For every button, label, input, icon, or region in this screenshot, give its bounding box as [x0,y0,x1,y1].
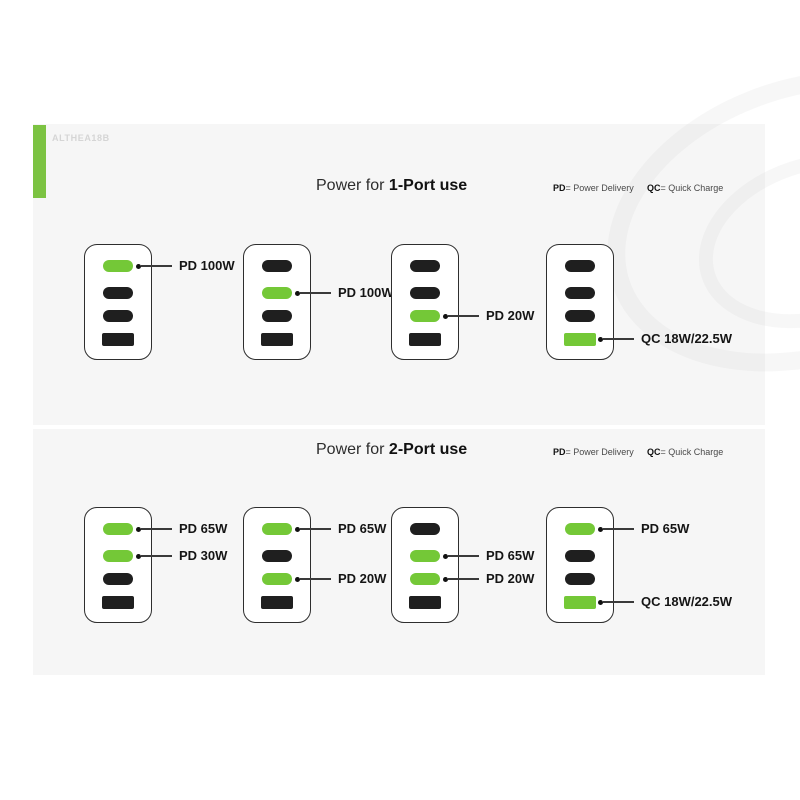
section-2-title-prefix: Power for [316,441,389,458]
callout-dot [443,576,448,582]
port-power-label: PD 20W [486,571,535,586]
callout-line [448,315,479,317]
product-sku-label: ALTHEA18B [52,133,110,143]
port-usbc-1 [410,260,440,272]
callout-line [300,528,331,530]
callout-line [603,338,634,340]
green-accent-bar [33,125,46,198]
callout-line [300,292,331,294]
port-usba-4 [409,332,441,346]
section-2-title-bold: 2-Port use [388,441,468,458]
callout-dot [598,599,603,605]
legend-pd-text: = Power Delivery [565,447,634,457]
callout-dot [295,526,300,532]
port-usbc-2 [262,550,292,562]
port-power-label: PD 100W [338,285,394,300]
callout-dot [443,313,448,319]
callout-dot [443,553,448,559]
port-power-label: PD 20W [338,571,387,586]
port-usbc-3 [262,310,292,322]
port-power-label: PD 30W [179,548,228,563]
callout-dot [136,526,141,532]
port-power-label: PD 20W [486,308,535,323]
callout-line [300,578,331,580]
legend-qc-text: = Quick Charge [660,183,724,193]
legend-pd-abbr: PD [553,183,566,193]
port-power-label: PD 65W [486,548,535,563]
charger-row-2: PD 65W PD 30W PD 65W PD 20W PD 65W PD 20W PD 6… [0,507,800,627]
section-2-title: Power for 2-Port use [316,441,467,459]
port-usba-4 [409,595,441,609]
port-usbc-1 [410,523,440,535]
callout-line [603,528,634,530]
port-power-label: QC 18W/22.5W [641,594,733,609]
section-1-title-bold: 1-Port use [388,177,468,194]
section-1-title: Power for 1-Port use [316,177,467,195]
callout-line [603,601,634,603]
legend-qc-abbr: QC [647,183,661,193]
port-usbc-3 [103,573,133,585]
port-usbc-3-active [410,310,440,322]
port-power-label: PD 65W [641,521,690,536]
legend-qc-abbr: QC [647,447,661,457]
port-power-label: QC 18W/22.5W [641,331,733,346]
port-usbc-1-active [565,523,595,535]
section-1-legend-pd: PD= Power Delivery [553,183,634,193]
callout-dot [295,290,300,296]
callout-dot [136,263,141,269]
port-power-label: PD 100W [179,258,235,273]
legend-pd-abbr: PD [553,447,566,457]
callout-line [448,578,479,580]
port-usbc-3-active [410,573,440,585]
section-2-legend-pd: PD= Power Delivery [553,447,634,457]
port-usbc-2 [565,550,595,562]
section-1-legend-qc: QC= Quick Charge [647,183,723,193]
callout-dot [598,336,603,342]
port-usbc-1-active [103,260,133,272]
port-usbc-2 [103,287,133,299]
port-usbc-2 [410,287,440,299]
port-power-label: PD 65W [338,521,387,536]
callout-dot [598,526,603,532]
port-usbc-2-active [262,287,292,299]
port-usbc-1 [262,260,292,272]
callout-line [141,555,172,557]
port-usba-4 [261,595,293,609]
callout-dot [136,553,141,559]
legend-pd-text: = Power Delivery [565,183,634,193]
port-usbc-3 [565,573,595,585]
callout-dot [295,576,300,582]
port-usbc-2-active [410,550,440,562]
port-usba-4 [102,332,134,346]
port-usbc-3-active [262,573,292,585]
callout-line [141,528,172,530]
section-1-title-prefix: Power for [316,177,389,194]
port-usba-4-active [564,595,596,609]
port-usba-4 [261,332,293,346]
section-2-legend-qc: QC= Quick Charge [647,447,723,457]
port-usba-4 [102,595,134,609]
callout-line [141,265,172,267]
port-usbc-1-active [262,523,292,535]
port-usbc-1-active [103,523,133,535]
port-usbc-3 [103,310,133,322]
port-usba-4-active [564,332,596,346]
port-usbc-2-active [103,550,133,562]
port-power-label: PD 65W [179,521,228,536]
port-usbc-2 [565,287,595,299]
charger-row-1: PD 100W PD 100W PD 20W QC 18W/22.5W [0,244,800,364]
port-usbc-1 [565,260,595,272]
callout-line [448,555,479,557]
port-usbc-3 [565,310,595,322]
legend-qc-text: = Quick Charge [660,447,724,457]
